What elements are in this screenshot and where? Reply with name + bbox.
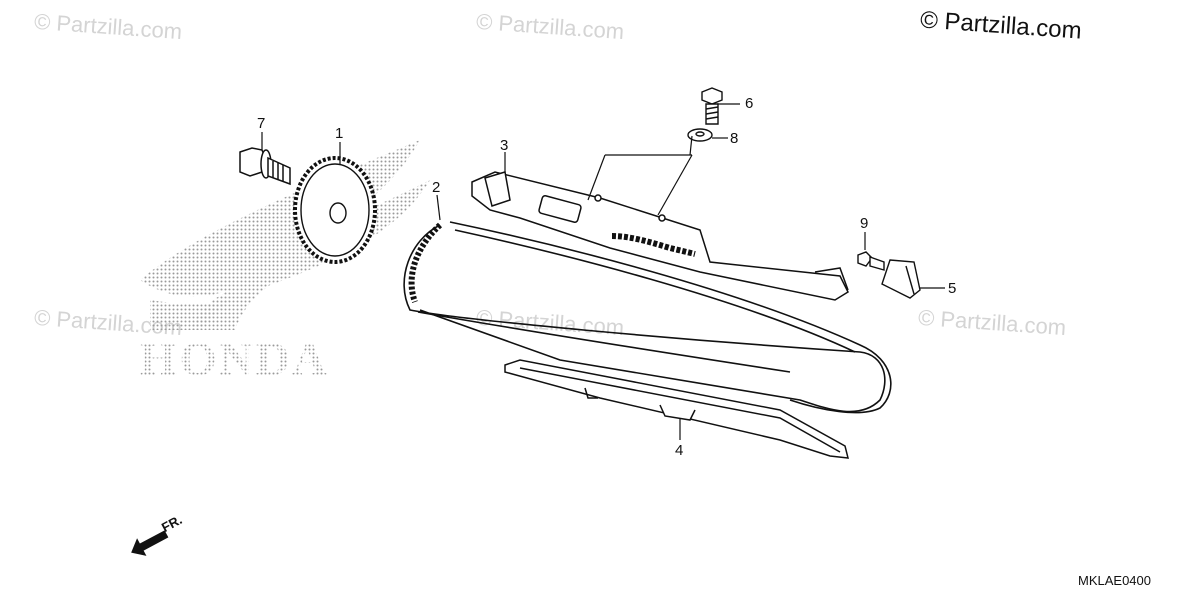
callout-1: 1 xyxy=(335,125,343,142)
chain-guide-icon xyxy=(504,359,849,459)
cam-sprocket-icon xyxy=(293,156,377,264)
callout-4: 4 xyxy=(675,442,683,459)
bracket-icon xyxy=(881,259,921,299)
leader-lines xyxy=(261,103,945,440)
callout-5: 5 xyxy=(948,280,956,297)
callout-6: 6 xyxy=(745,95,753,112)
diagram-code: MKLAE0400 xyxy=(1078,573,1151,588)
flange-bolt-icon xyxy=(239,147,291,186)
callout-2: 2 xyxy=(432,179,440,196)
small-bolt-icon xyxy=(857,251,885,271)
callout-9: 9 xyxy=(860,215,868,232)
washer-icon xyxy=(687,128,713,142)
callout-3: 3 xyxy=(500,137,508,154)
bolt-icon xyxy=(701,87,723,125)
honda-logo-text: HONDA xyxy=(140,333,329,386)
cam-chain-icon xyxy=(403,221,892,414)
callout-7: 7 xyxy=(257,115,265,132)
callout-8: 8 xyxy=(730,130,738,147)
tensioner-arm-icon xyxy=(471,171,849,301)
front-arrow-icon xyxy=(131,530,169,556)
